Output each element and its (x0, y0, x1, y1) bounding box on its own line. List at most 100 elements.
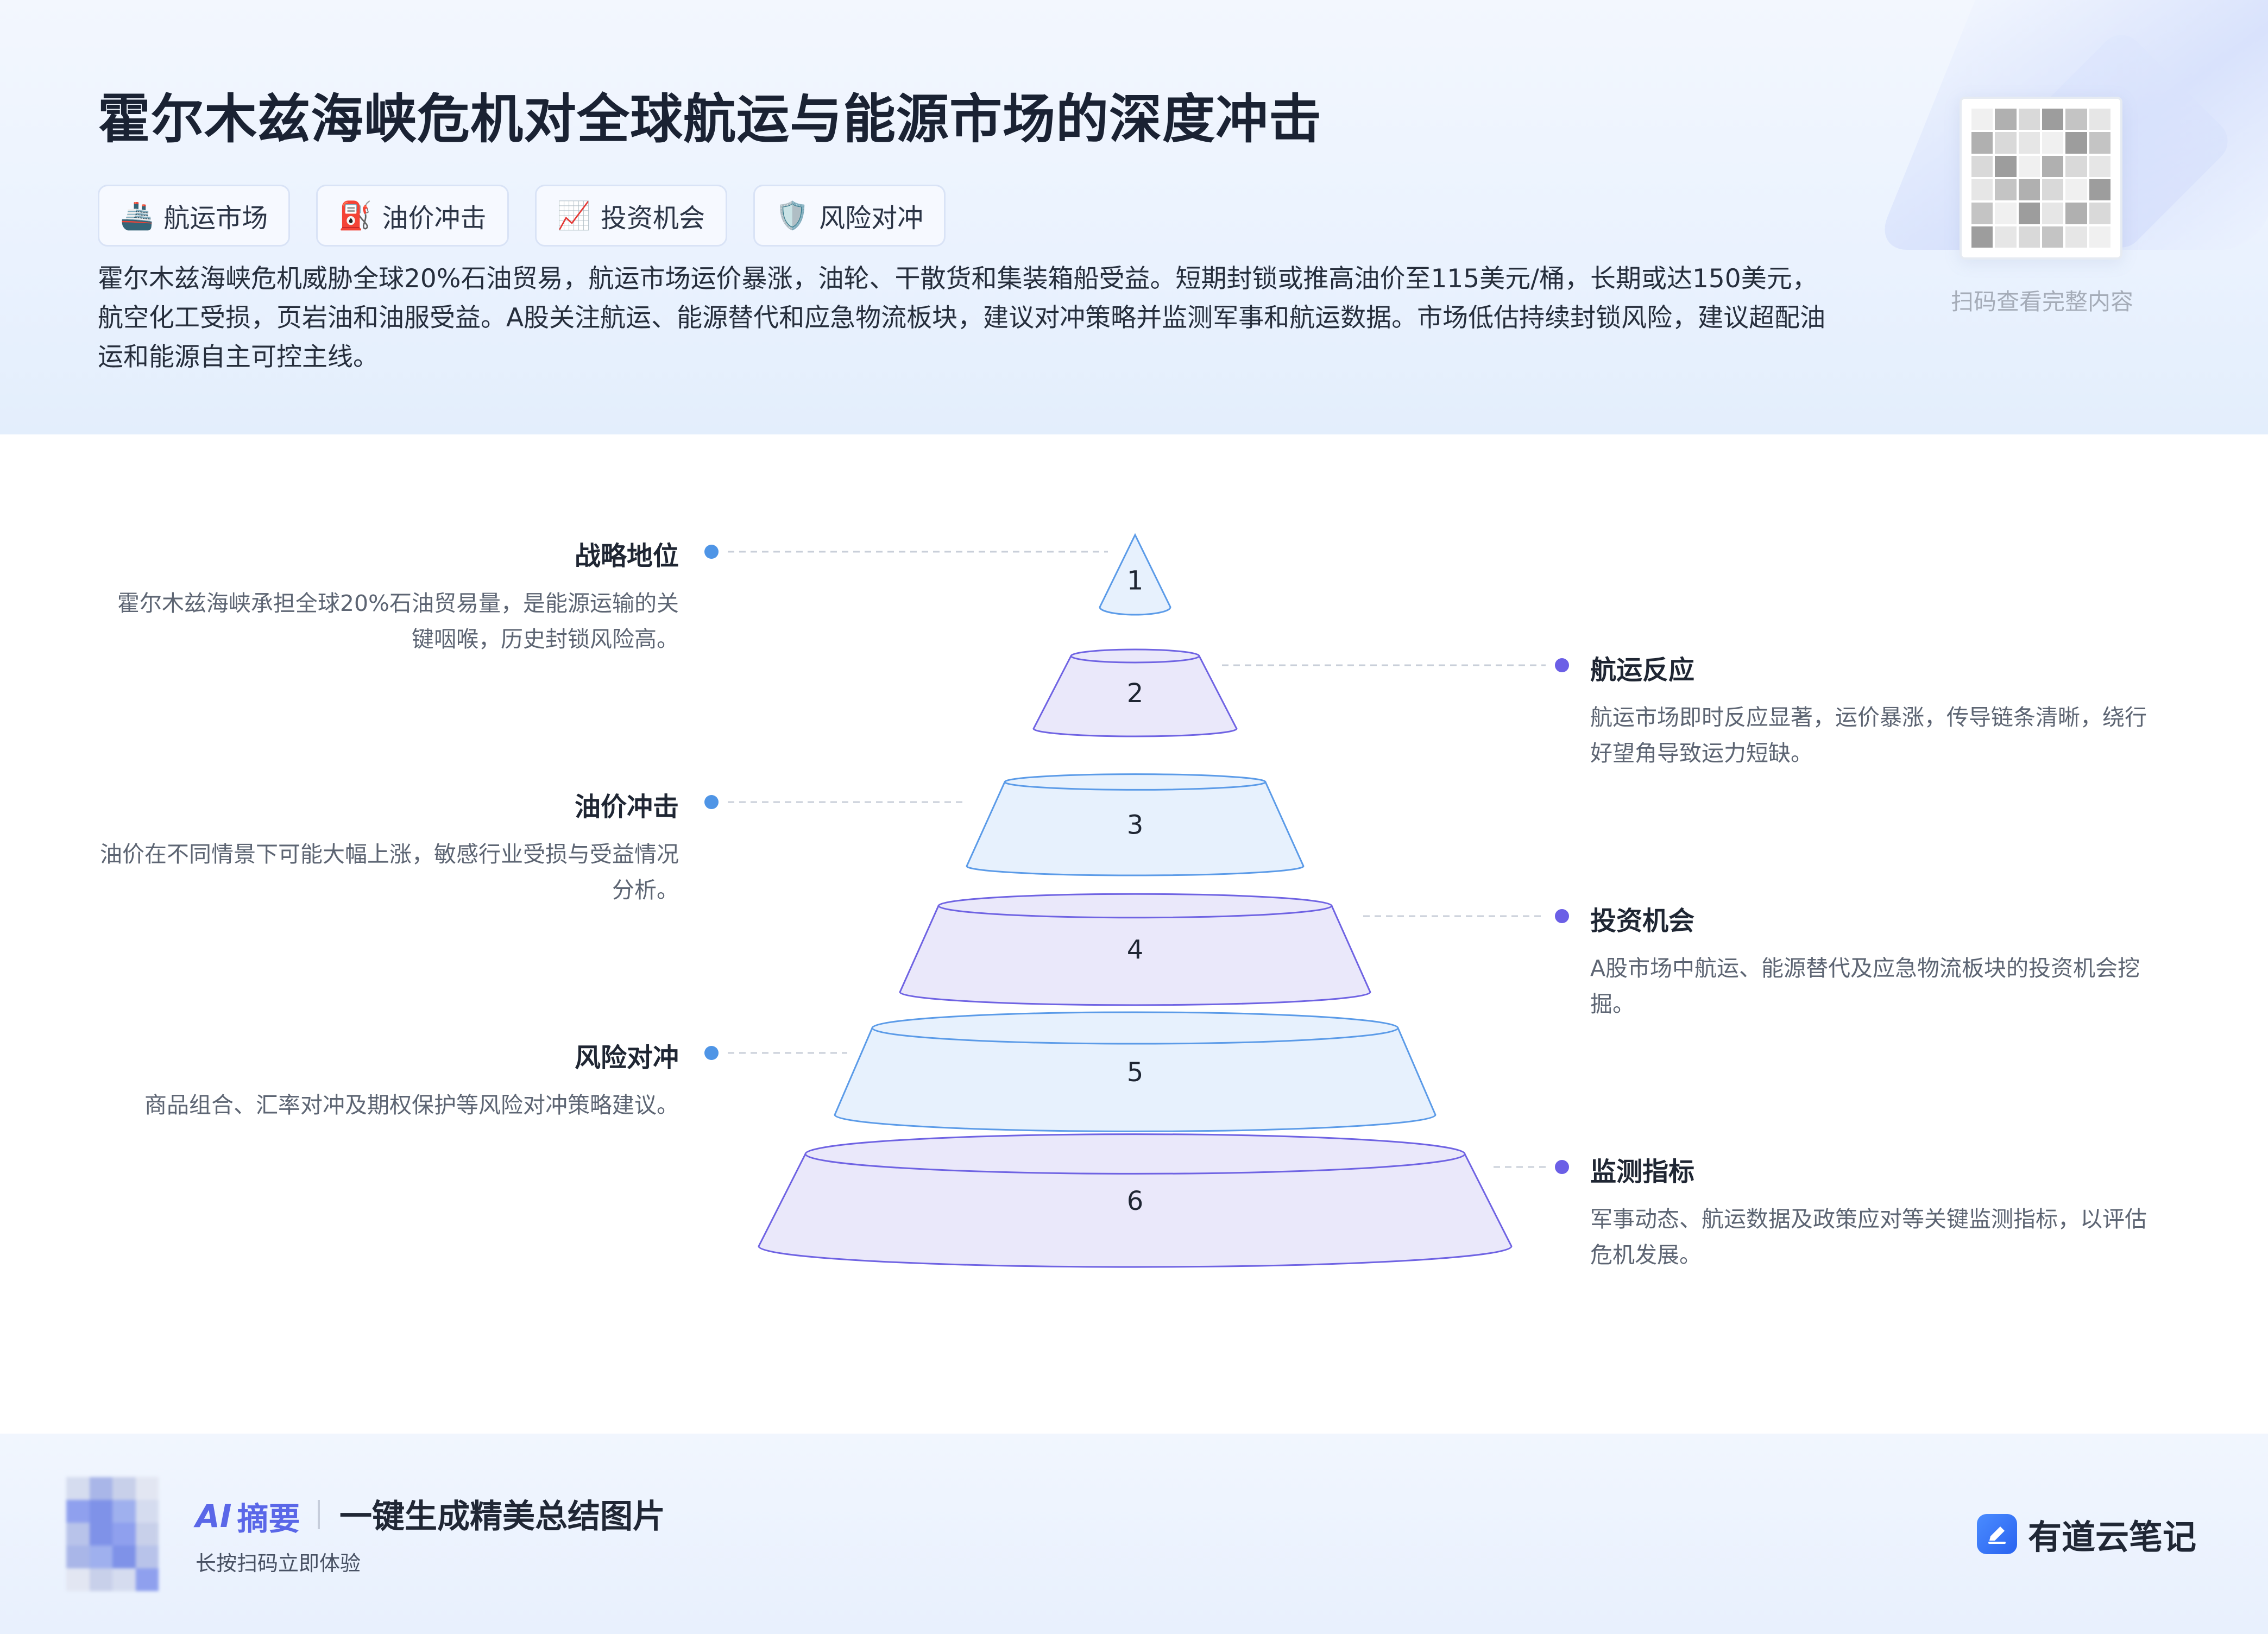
tag-label: 风险对冲 (819, 203, 924, 234)
qr-pixel (89, 1568, 112, 1591)
pyramid-level-1 (1099, 533, 1171, 616)
tag-oil-price[interactable]: ⛽ 油价冲击 (316, 185, 509, 247)
pyramid-level-5 (834, 1027, 1437, 1132)
tag-list: 🚢 航运市场 ⛽ 油价冲击 📈 投资机会 🛡️ 风险对冲 (98, 185, 946, 247)
qr-pixel (2089, 179, 2110, 201)
qr-pixel (112, 1477, 136, 1500)
pyramid-level-2 (1032, 655, 1238, 737)
qr-pixel (66, 1568, 90, 1591)
footer-divider (318, 1500, 320, 1529)
qr-pixel (89, 1477, 112, 1500)
pyramid-level-top-5 (871, 1011, 1399, 1045)
qr-pixel (2065, 203, 2087, 224)
annotation-title: 风险对冲 (574, 1043, 679, 1073)
pyramid-level-6 (758, 1153, 1513, 1268)
annotation-oil-price-shock: 油价冲击 油价在不同情景下可能大幅上涨，敏感行业受损与受益情况分析。 (98, 785, 679, 908)
annotation-strategic-position: 战略地位 霍尔木兹海峡承担全球20%石油贸易量，是能源运输的关键咽喉，历史封锁风… (98, 534, 679, 657)
qr-pixel (2042, 109, 2064, 130)
pyramid-level-number: 4 (1127, 935, 1144, 966)
qr-pixel (135, 1477, 159, 1500)
annotation-shipping-reaction: 航运反应 航运市场即时反应显著，运价暴涨，传导链条清晰，绕行好望角导致运力短缺。 (1590, 648, 2166, 771)
qr-pixel (1995, 109, 2017, 130)
qr-pixel (2065, 226, 2087, 248)
qr-pixel (66, 1477, 90, 1500)
connector-dot-4 (1555, 909, 1569, 923)
ai-suffix: 摘要 (237, 1500, 300, 1537)
connector-dot-6 (1555, 1160, 1569, 1174)
qr-pixel (2065, 155, 2087, 177)
qr-pixel (2089, 132, 2110, 154)
pyramid-level-top-2 (1070, 648, 1200, 664)
annotation-monitoring-indicators: 监测指标 军事动态、航运数据及政策应对等关键监测指标，以评估危机发展。 (1590, 1150, 2166, 1273)
qr-pixel (1995, 132, 2017, 154)
qr-pixel (2042, 155, 2064, 177)
connector-dot-3 (704, 795, 719, 809)
qr-pixel (112, 1545, 136, 1568)
pyramid-level-number: 2 (1127, 678, 1144, 709)
qr-pixel (135, 1545, 159, 1568)
annotation-title: 油价冲击 (574, 792, 679, 822)
qr-pixel (1971, 226, 1993, 248)
qr-pixel (2065, 109, 2087, 130)
annotation-title: 战略地位 (574, 541, 679, 571)
annotation-text: 航运市场即时反应显著，运价暴涨，传导链条清晰，绕行好望角导致运力短缺。 (1590, 704, 2147, 766)
qr-pixel (2089, 155, 2110, 177)
qr-pixel (1995, 226, 2017, 248)
qr-pixel (1971, 132, 1993, 154)
summary-text: 霍尔木兹海峡危机威胁全球20%石油贸易，航运市场运价暴涨，油轮、干散货和集装箱船… (98, 264, 1826, 372)
page-title: 霍尔木兹海峡危机对全球航运与能源市场的深度冲击 (98, 89, 1322, 150)
tag-risk-hedge[interactable]: 🛡️ 风险对冲 (753, 185, 946, 247)
tag-shipping[interactable]: 🚢 航运市场 (98, 185, 291, 247)
header: 霍尔木兹海峡危机对全球航运与能源市场的深度冲击 🚢 航运市场 ⛽ 油价冲击 📈 … (0, 0, 2268, 434)
annotation-text: 商品组合、汇率对冲及期权保护等风险对冲策略建议。 (144, 1092, 679, 1118)
qr-pixel (112, 1500, 136, 1523)
ai-summary-badge: AI 摘要 (196, 1493, 300, 1539)
qr-pixel (112, 1523, 136, 1545)
qr-pixel (1971, 179, 1993, 201)
connector-dot-1 (704, 545, 719, 559)
qr-code[interactable] (1960, 97, 2122, 260)
qr-pixel (2018, 132, 2040, 154)
qr-pixel (89, 1523, 112, 1545)
annotation-text: 油价在不同情景下可能大幅上涨，敏感行业受损与受益情况分析。 (100, 841, 679, 903)
pyramid-level-top-6 (804, 1133, 1466, 1175)
qr-pixel (1995, 203, 2017, 224)
connector-dot-5 (704, 1046, 719, 1060)
fuel-pump-icon: ⛽ (338, 200, 373, 231)
qr-pixel (2018, 109, 2040, 130)
qr-pixel (2018, 179, 2040, 201)
brand-logo[interactable]: 有道云笔记 (1976, 1510, 2196, 1559)
connector-dot-2 (1555, 658, 1569, 672)
qr-pixel (2042, 226, 2064, 248)
footer-qr-code[interactable] (66, 1477, 159, 1591)
shield-icon: 🛡️ (775, 200, 810, 231)
qr-pixel (135, 1523, 159, 1545)
qr-pixel (2065, 132, 2087, 154)
qr-pixel (1995, 179, 2017, 201)
qr-pixel (2042, 179, 2064, 201)
footer-tagline: 一键生成精美总结图片 (339, 1498, 665, 1536)
annotation-title: 监测指标 (1590, 1157, 1695, 1187)
qr-pixel (1971, 109, 1993, 130)
brand-name: 有道云笔记 (2027, 1517, 2196, 1557)
annotation-text: 军事动态、航运数据及政策应对等关键监测指标，以评估危机发展。 (1590, 1206, 2147, 1268)
pyramid-level-number: 5 (1127, 1057, 1144, 1088)
annotation-text: A股市场中航运、能源替代及应急物流板块的投资机会挖掘。 (1590, 955, 2140, 1017)
footer: AI 摘要 一键生成精美总结图片 长按扫码立即体验 有道云笔记 (0, 1434, 2268, 1634)
qr-pixel (66, 1545, 90, 1568)
footer-subtext: 长按扫码立即体验 (196, 1551, 361, 1575)
qr-caption: 扫码查看完整内容 (1950, 288, 2133, 315)
pyramid-level-number: 1 (1127, 565, 1144, 596)
tag-label: 投资机会 (600, 203, 705, 234)
qr-pixel (2042, 203, 2064, 224)
qr-pixel (2018, 226, 2040, 248)
note-pen-icon (1976, 1514, 2017, 1554)
annotation-title: 投资机会 (1590, 906, 1695, 936)
pyramid-level-number: 6 (1127, 1186, 1144, 1216)
annotation-risk-hedge: 风险对冲 商品组合、汇率对冲及期权保护等风险对冲策略建议。 (98, 1036, 679, 1123)
ship-icon: 🚢 (120, 200, 154, 231)
tag-label: 油价冲击 (382, 203, 487, 234)
qr-pixel (2089, 226, 2110, 248)
tag-investment[interactable]: 📈 投资机会 (534, 185, 727, 247)
pyramid-level-3 (966, 781, 1305, 876)
